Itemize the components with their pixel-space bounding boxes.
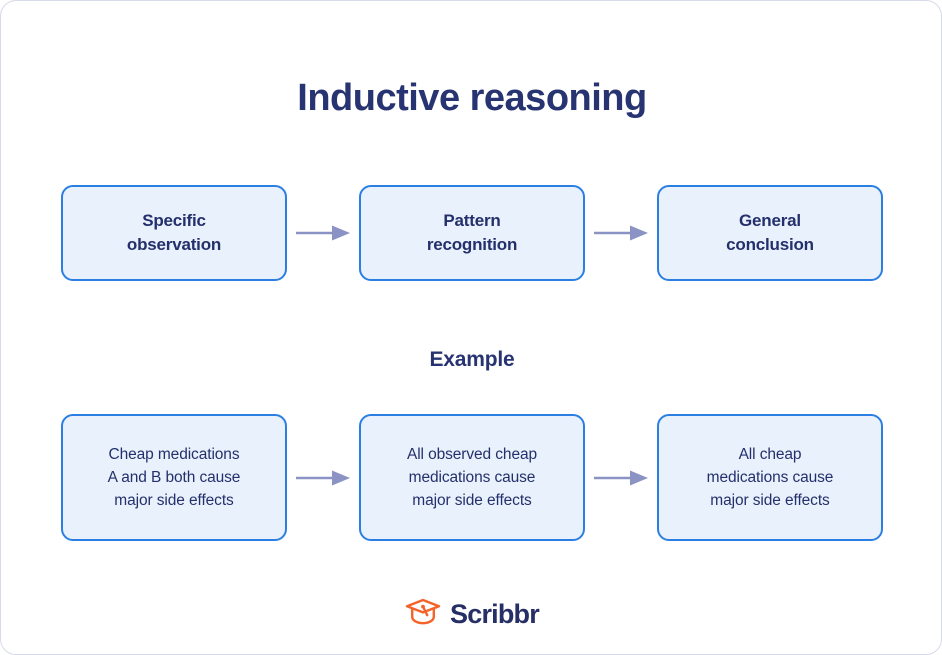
page-title: Inductive reasoning <box>297 77 647 119</box>
example-caption: Example <box>429 348 515 371</box>
arrow-right-icon <box>587 223 655 243</box>
arrow-right-icon <box>289 223 357 243</box>
concept-node-label: Pattern recognition <box>426 211 518 254</box>
concept-node-pattern-recognition[interactable]: Pattern recognition <box>359 185 585 281</box>
arrow-right-icon <box>289 468 357 488</box>
example-node-pattern[interactable]: All observed cheap medications cause maj… <box>359 414 585 541</box>
scribbr-logo: Scribbr <box>1 597 941 631</box>
concept-node-label: General conclusion <box>726 211 814 254</box>
example-node-label: Cheap medications A and B both cause maj… <box>107 446 241 509</box>
arrow-right-icon <box>587 468 655 488</box>
graduation-cap-icon <box>405 597 441 631</box>
example-node-label: All observed cheap medications cause maj… <box>406 446 538 509</box>
example-node-conclusion[interactable]: All cheap medications cause major side e… <box>657 414 883 541</box>
concept-node-general-conclusion[interactable]: General conclusion <box>657 185 883 281</box>
example-node-observation[interactable]: Cheap medications A and B both cause maj… <box>61 414 287 541</box>
concept-node-label: Specific observation <box>126 211 222 254</box>
concept-flow-row: Specific observation Pattern recognition… <box>61 185 883 281</box>
concept-node-specific-observation[interactable]: Specific observation <box>61 185 287 281</box>
scribbr-wordmark: Scribbr <box>450 599 540 629</box>
example-node-label: All cheap medications cause major side e… <box>706 446 834 509</box>
example-flow-row: Cheap medications A and B both cause maj… <box>61 414 883 541</box>
